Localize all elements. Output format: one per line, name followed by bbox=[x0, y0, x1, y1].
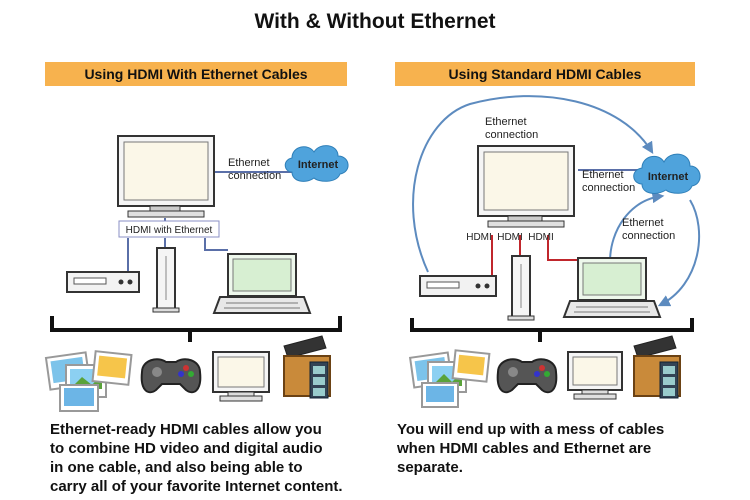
right-hdmi-label-2: HDMI bbox=[497, 232, 523, 243]
left-cloud-icon bbox=[284, 145, 349, 182]
right-banner: Using Standard HDMI Cables bbox=[395, 62, 695, 86]
right-monitor-icon bbox=[567, 351, 623, 400]
left-internet-label: Internet bbox=[298, 159, 339, 171]
right-diagram: HDMI HDMI HDMI Ethernet connection Ether… bbox=[408, 95, 701, 408]
left-tv-icon bbox=[117, 135, 215, 218]
left-hdmi-label: HDMI with Ethernet bbox=[126, 225, 213, 236]
left-hdmi-cable-laptop bbox=[204, 238, 228, 251]
left-ethernet-label: Ethernet connection bbox=[228, 157, 281, 182]
right-ethernet-label-top: Ethernet connection bbox=[485, 116, 538, 141]
left-photos-icon bbox=[44, 350, 133, 412]
right-hdmi-label-3: HDMI bbox=[528, 232, 554, 243]
right-hdmi-label-1: HDMI bbox=[466, 232, 492, 243]
left-gamepad-icon bbox=[140, 358, 202, 394]
right-ethernet-arrow-mid bbox=[609, 191, 665, 263]
right-receiver-icon bbox=[419, 275, 497, 297]
right-photos-icon bbox=[408, 349, 491, 408]
right-tv-icon bbox=[477, 145, 575, 228]
right-film-icon bbox=[633, 335, 681, 399]
left-monitor-icon bbox=[212, 351, 270, 402]
left-bracket bbox=[50, 316, 342, 342]
page-title: With & Without Ethernet bbox=[254, 10, 496, 33]
left-banner: Using HDMI With Ethernet Cables bbox=[45, 62, 347, 86]
right-cloud-icon bbox=[633, 153, 701, 194]
right-hdmi-cable-laptop bbox=[547, 235, 578, 261]
right-laptop-icon bbox=[562, 257, 662, 318]
left-description: Ethernet-ready HDMI cables allow you to … bbox=[50, 421, 343, 495]
right-gamepad-icon bbox=[496, 358, 558, 394]
left-film-icon bbox=[283, 335, 331, 399]
right-description: You will end up with a mess of cables wh… bbox=[397, 421, 665, 476]
right-ethernet-arrow-top bbox=[412, 95, 654, 273]
right-internet-label: Internet bbox=[648, 171, 689, 183]
right-ethernet-label-mid: Ethernet connection bbox=[582, 169, 635, 194]
right-ethernet-label-right: Ethernet connection bbox=[622, 217, 675, 242]
right-bracket bbox=[410, 318, 694, 342]
left-console-icon bbox=[152, 247, 180, 313]
left-hdmi-label-box bbox=[118, 220, 220, 238]
right-ethernet-arrow-right bbox=[657, 199, 701, 307]
right-console-icon bbox=[507, 255, 535, 321]
left-receiver-icon bbox=[66, 271, 140, 293]
left-diagram: HDMI with Ethernet Ethernet connection I… bbox=[44, 135, 349, 412]
left-laptop-icon bbox=[212, 253, 312, 314]
